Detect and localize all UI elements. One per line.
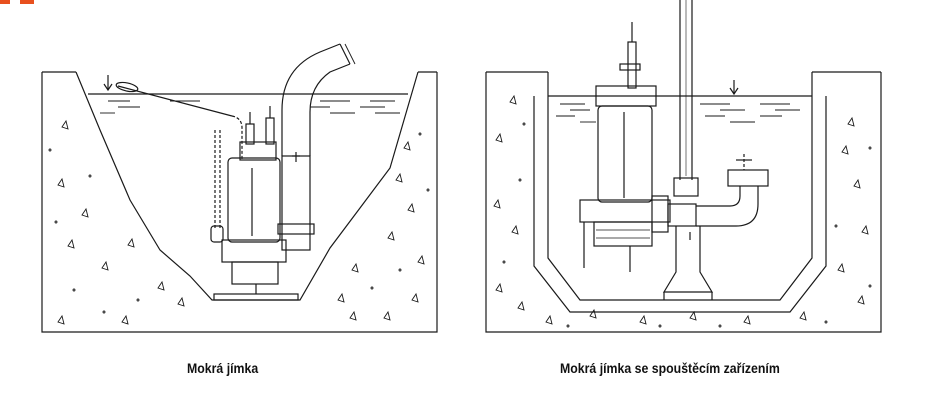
left-cable-gland-1: [245, 123, 255, 145]
right-level-arrow-icon: [729, 80, 739, 96]
right-water-ripples: [556, 103, 800, 123]
guide-pipe-coupling: [673, 177, 699, 197]
lower-float: [210, 225, 224, 243]
left-pump-volute: [221, 239, 287, 263]
right-pump-motor: [597, 105, 653, 203]
left-pump-motor: [227, 157, 281, 243]
left-discharge-elbow: [281, 43, 351, 156]
right-coupling-flange: [651, 195, 669, 233]
right-pump-lower: [593, 221, 653, 247]
right-discharge-elbow: [696, 186, 759, 227]
left-discharge-pipe-lower: [281, 155, 311, 251]
right-outer-wall: [485, 72, 882, 333]
float-switch-arm: [117, 85, 233, 117]
right-cable-gland: [627, 41, 637, 89]
caption-wet-sump: Mokrá jímka: [187, 360, 259, 376]
left-water-ripples: [100, 100, 400, 114]
wet-sump-diagram: [41, 43, 438, 333]
left-outer-wall: [41, 72, 438, 333]
right-base-pedestal: [662, 226, 714, 293]
right-tank-inner: [547, 72, 813, 301]
left-pump-base: [231, 261, 279, 285]
left-pump-cap: [239, 141, 277, 161]
left-discharge-flange: [277, 223, 315, 235]
left-concrete-aggregate: [48, 119, 430, 325]
left-pump-foot: [213, 293, 299, 301]
right-discharge-flange: [727, 169, 769, 187]
float-switch-body: [115, 81, 139, 93]
orange-mark: [0, 0, 34, 4]
right-concrete-aggregate: [493, 94, 872, 328]
right-pump-volute: [579, 199, 671, 223]
right-tank-outer: [533, 96, 827, 313]
float-cable-down: [231, 115, 243, 160]
left-pit-profile: [75, 71, 419, 301]
left-level-arrow-icon: [103, 75, 113, 92]
caption-wet-sump-lowering-device: Mokrá jímka se spouštěcím zařízením: [560, 360, 780, 376]
wet-sump-lowering-diagram: [485, 0, 882, 333]
left-cable-gland-2: [265, 117, 275, 145]
